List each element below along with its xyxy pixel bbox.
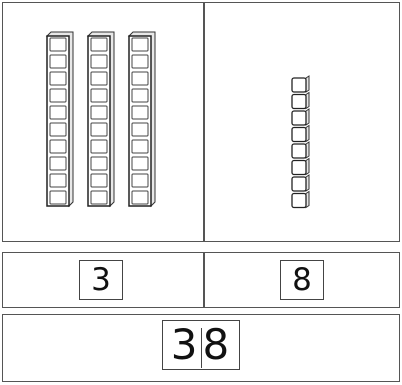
- ones-cube: [292, 175, 309, 191]
- ones-cube: [292, 192, 309, 208]
- ones-cube: [292, 142, 309, 158]
- total-ones-digit: 8: [203, 320, 232, 369]
- total-number-box: 38: [162, 320, 240, 370]
- ones-cube: [292, 76, 309, 92]
- ones-cube: [292, 159, 309, 175]
- tens-count-box: 3: [79, 260, 123, 300]
- ones-count-box: 8: [280, 260, 324, 300]
- digit-divider: [201, 328, 202, 368]
- total-tens-digit: 3: [171, 320, 200, 369]
- tens-rod: [129, 32, 155, 206]
- tens-rod: [47, 32, 73, 206]
- ones-cube: [292, 109, 309, 125]
- tens-count-label: 3: [91, 262, 111, 298]
- ones-count-label: 8: [292, 262, 312, 298]
- ones-cube: [292, 126, 309, 142]
- tens-rod: [88, 32, 114, 206]
- ones-cube: [292, 93, 309, 109]
